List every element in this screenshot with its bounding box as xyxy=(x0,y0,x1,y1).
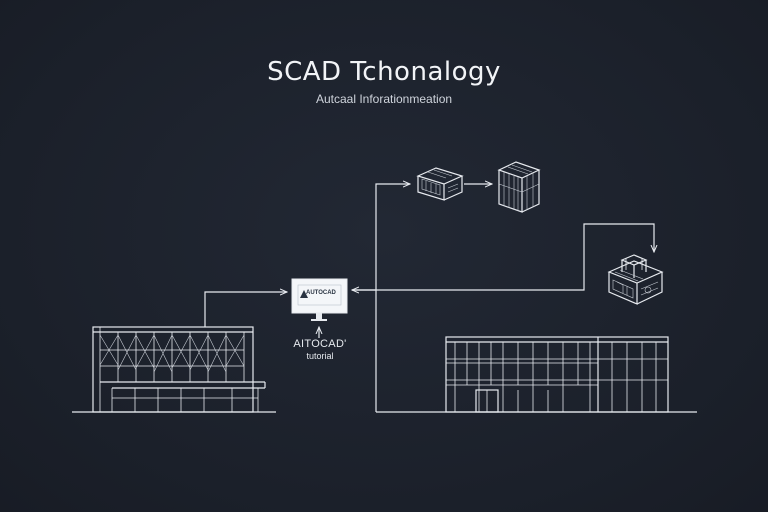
cad-cube-icon xyxy=(497,161,541,213)
flow-arrow-icon xyxy=(375,184,410,412)
monitor-icon xyxy=(291,278,348,321)
flow-arrow-icon xyxy=(352,223,654,291)
page-subtitle: Autcaal Inforationmeation xyxy=(315,92,453,106)
page-title: SCAD Tchonalogy xyxy=(267,57,501,87)
cad-assembly-icon xyxy=(607,254,664,305)
monitor-screen-label: AUTOCAD xyxy=(306,290,336,296)
monitor-caption-sub: tutorial xyxy=(306,351,334,361)
cad-block-icon xyxy=(416,167,464,201)
monitor-caption: AITOCAD' xyxy=(293,338,347,350)
flow-arrow-icon xyxy=(204,292,287,327)
building-left-icon xyxy=(92,326,266,413)
building-right-icon xyxy=(445,336,669,413)
